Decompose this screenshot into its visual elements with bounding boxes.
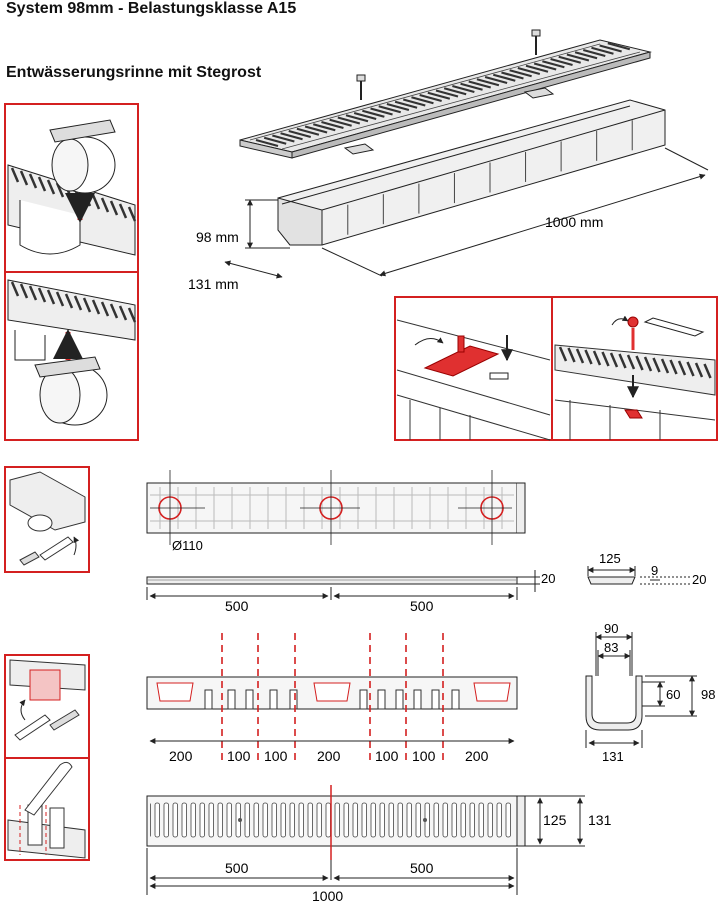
- channel-top-view: [146, 470, 526, 545]
- top-view-outer-label: 131: [588, 812, 612, 828]
- top-half-left-label: 500: [225, 860, 249, 876]
- detail-panel-screw-fix: [551, 296, 718, 441]
- page-title: System 98mm - Belastungsklasse A15: [6, 0, 297, 17]
- channel-side-view: [146, 633, 518, 765]
- grate-lip-height-label: 20: [692, 572, 706, 587]
- svg-text:200: 200: [317, 748, 341, 764]
- grate-width-label: 125: [599, 551, 621, 566]
- profile-width-label: 131: [602, 749, 624, 764]
- profile-inner-label: 83: [604, 640, 618, 655]
- detail-panel-connect-bottom: [4, 271, 139, 441]
- detail-panel-knockout: [4, 466, 90, 573]
- svg-text:100: 100: [227, 748, 251, 764]
- screw-icon: [356, 29, 541, 100]
- detail-panel-cut-edge: [4, 654, 90, 759]
- outlet-circles: [150, 470, 512, 545]
- channel-profile: [585, 632, 697, 748]
- isometric-channel-drawing: [224, 29, 709, 279]
- grate-slots: [255, 42, 631, 148]
- top-total-label: 1000: [312, 888, 343, 903]
- dimension-lines-iso: [224, 147, 709, 279]
- svg-text:100: 100: [264, 748, 288, 764]
- grate-thickness-label: 20: [541, 571, 555, 586]
- detail-panel-clip-insert: [394, 296, 553, 441]
- clip-icon: [343, 87, 555, 155]
- cut-segment-labels: 200 100 100 200 100 100 200: [169, 748, 489, 764]
- svg-text:100: 100: [375, 748, 399, 764]
- svg-text:200: 200: [169, 748, 193, 764]
- profile-height-label: 98: [701, 687, 715, 702]
- svg-text:100: 100: [412, 748, 436, 764]
- profile-depth-label: 60: [666, 687, 680, 702]
- grate-half-right-label: 500: [410, 598, 434, 614]
- page-subtitle: Entwässerungsrinne mit Stegrost: [6, 64, 262, 81]
- dim-length-label: 1000 mm: [545, 214, 603, 230]
- svg-text:200: 200: [465, 748, 489, 764]
- detail-panel-connect-top: [4, 103, 139, 273]
- dim-height-label: 98 mm: [196, 229, 239, 245]
- grate-top-view: [146, 785, 585, 895]
- grate-half-left-label: 500: [225, 598, 249, 614]
- profile-top-label: 90: [604, 621, 618, 636]
- dim-width-label: 131 mm: [188, 276, 239, 292]
- grate-cross-section: [587, 566, 690, 585]
- top-view-inner-label: 125: [543, 812, 567, 828]
- detail-panel-saw: [4, 757, 90, 861]
- grate-side-view: [146, 570, 540, 600]
- grate-isometric: [239, 39, 652, 159]
- dim-diameter-label: Ø110: [172, 538, 203, 553]
- top-half-right-label: 500: [410, 860, 434, 876]
- grate-lip-label: 9: [651, 563, 658, 578]
